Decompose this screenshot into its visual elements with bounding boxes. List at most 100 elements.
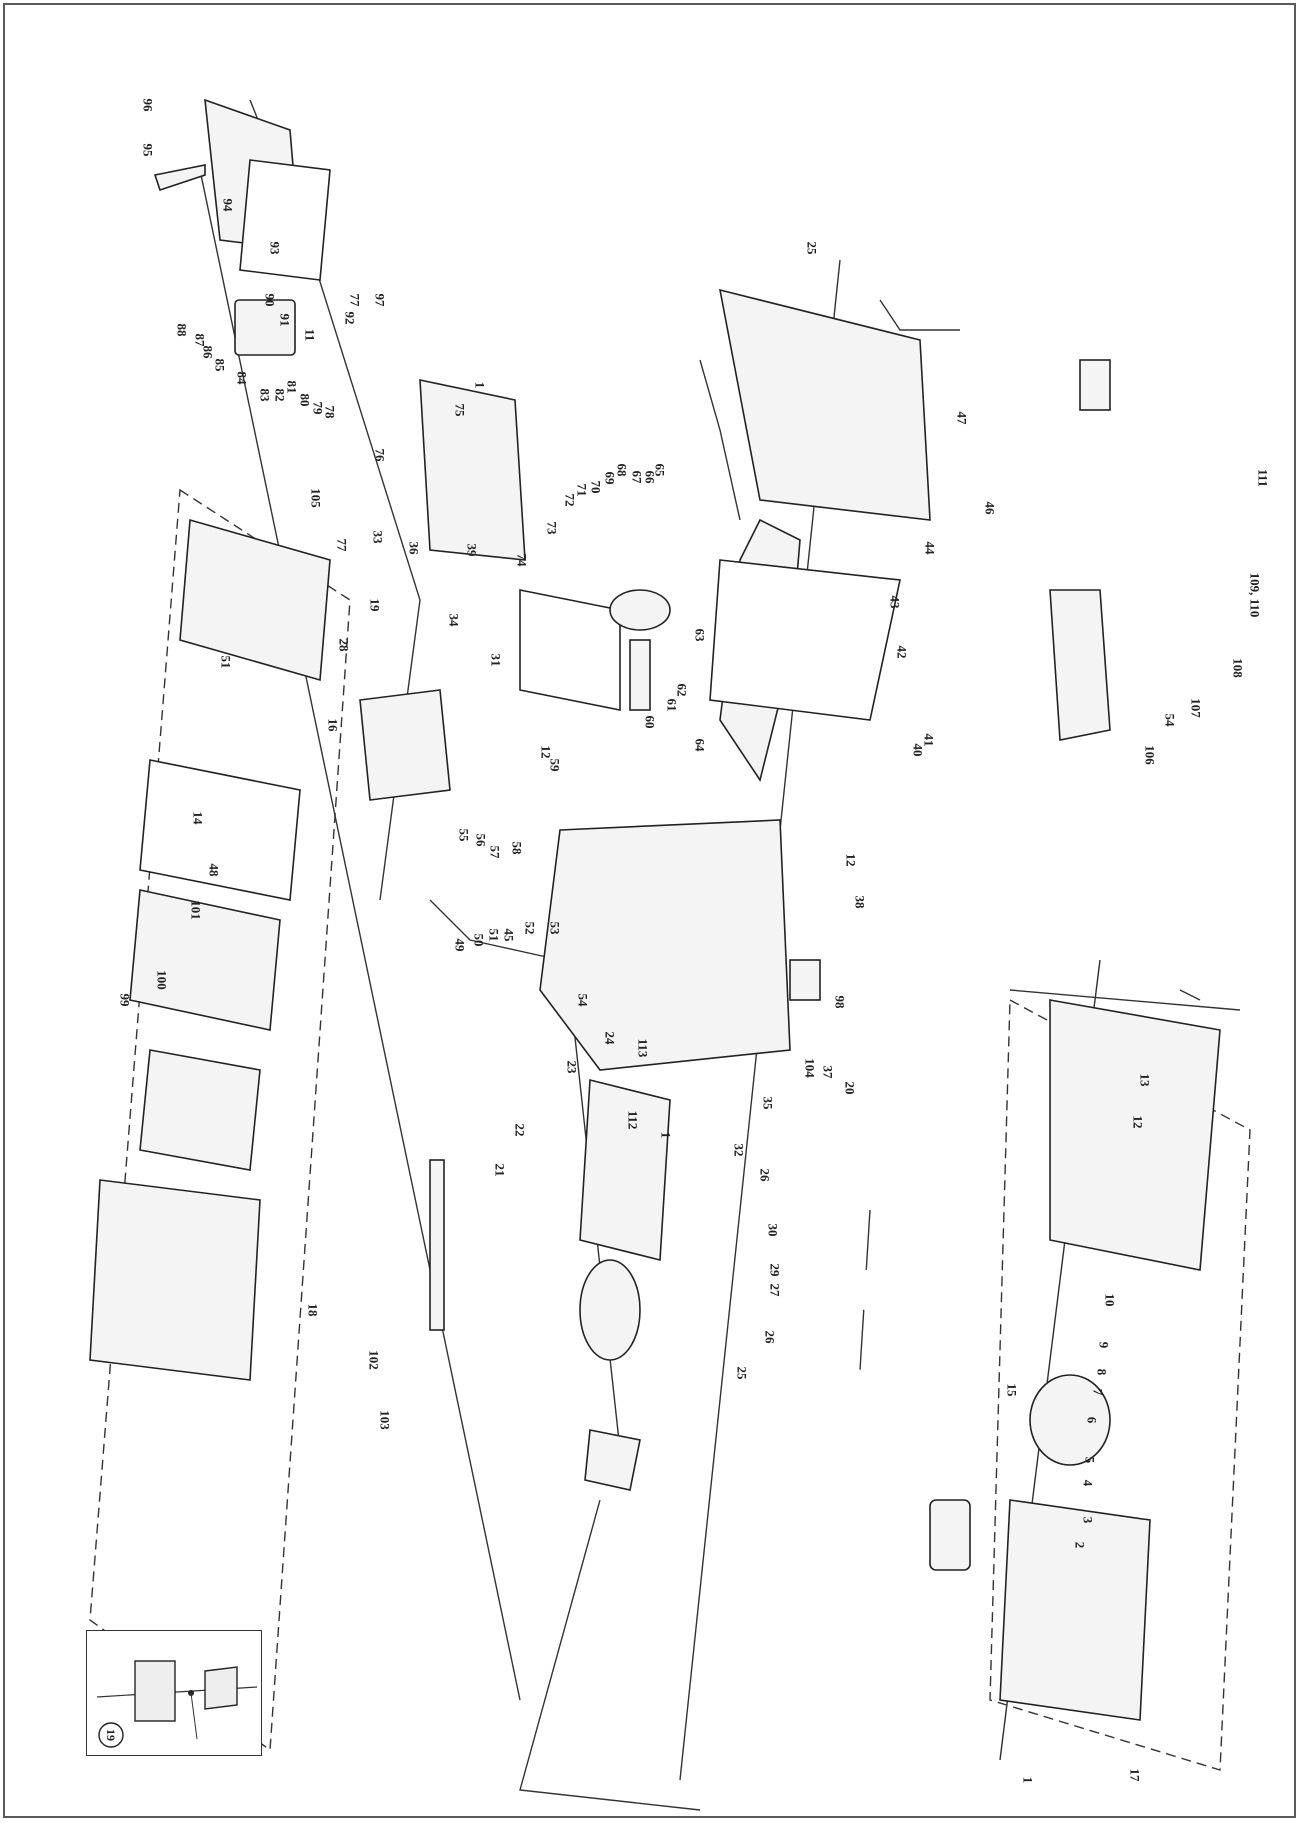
- center-dashline: [859, 1209, 871, 1371]
- part-label-p33: 33: [370, 530, 386, 544]
- part-label-p26a: 26: [757, 1168, 773, 1182]
- electric-starter: [1049, 589, 1111, 741]
- part-label-p108: 108: [1230, 658, 1246, 678]
- part-label-p5: 5: [1082, 1456, 1098, 1464]
- part-label-p27: 27: [767, 1283, 783, 1297]
- part-label-p75: 75: [452, 403, 468, 417]
- part-label-p97: 97: [372, 293, 388, 307]
- part-label-p95: 95: [140, 143, 156, 157]
- part-label-p86: 86: [200, 345, 216, 359]
- part-label-p51a: 51: [218, 655, 234, 669]
- part-label-p102: 102: [366, 1350, 382, 1370]
- part-label-p17: 17: [1127, 1768, 1143, 1782]
- part-label-p19: 19: [367, 598, 383, 612]
- part-label-p37: 37: [820, 1065, 836, 1079]
- part-label-p100: 100: [154, 970, 170, 990]
- part-label-p23: 23: [564, 1060, 580, 1074]
- part-label-p57: 57: [487, 845, 503, 859]
- part-label-p107: 107: [1188, 698, 1204, 718]
- part-label-p14: 14: [190, 811, 206, 825]
- part-label-p2: 2: [1072, 1541, 1088, 1549]
- part-label-p46: 46: [982, 501, 998, 515]
- starter-cup: [584, 1429, 641, 1491]
- part-label-p54a: 54: [1162, 713, 1178, 727]
- part-label-p3: 3: [1080, 1516, 1096, 1524]
- inset-drawing: [96, 1660, 258, 1748]
- part-label-p47: 47: [954, 411, 970, 425]
- part-label-p10: 10: [1102, 1293, 1118, 1307]
- part-label-p50: 50: [471, 933, 487, 947]
- part-label-p98: 98: [832, 995, 848, 1009]
- part-label-p18: 18: [305, 1303, 321, 1317]
- leader-shroud: [1179, 989, 1201, 1001]
- part-label-p39: 39: [464, 543, 480, 557]
- part-label-p54b: 54: [575, 993, 591, 1007]
- part-label-p26b: 26: [762, 1330, 778, 1344]
- part-label-p73: 73: [544, 521, 560, 535]
- part-label-p70: 70: [588, 480, 604, 494]
- part-label-p22: 22: [512, 1123, 528, 1137]
- part-label-p48: 48: [206, 863, 222, 877]
- valve-cover-axis: [199, 169, 521, 1701]
- air-filter-base: [89, 1179, 261, 1381]
- part-label-p32: 32: [731, 1143, 747, 1157]
- carburetor: [359, 689, 451, 801]
- fan-shroud: [1049, 999, 1221, 1271]
- part-label-p99: 99: [117, 993, 133, 1007]
- part-label-p65: 65: [652, 463, 668, 477]
- part-label-p12b: 12: [843, 853, 859, 867]
- fuel-line: [429, 1159, 445, 1331]
- part-label-p94: 94: [220, 198, 236, 212]
- part-label-p110: 109, 110: [1247, 572, 1263, 618]
- part-label-p44: 44: [922, 541, 938, 555]
- part-label-p61: 61: [664, 698, 680, 712]
- part-label-p60: 60: [642, 715, 658, 729]
- part-label-p25b: 25: [734, 1366, 750, 1380]
- engine-block: [539, 819, 791, 1071]
- part-label-p63: 63: [692, 628, 708, 642]
- part-label-p20: 20: [842, 1081, 858, 1095]
- oil-sensor: [789, 959, 821, 1001]
- part-label-p52: 52: [522, 921, 538, 935]
- part-label-p30: 30: [765, 1223, 781, 1237]
- part-label-p28: 28: [336, 638, 352, 652]
- part-label-p56: 56: [473, 833, 489, 847]
- part-label-p64: 64: [692, 738, 708, 752]
- part-label-p7: 7: [1090, 1388, 1106, 1396]
- part-label-p35: 35: [760, 1096, 776, 1110]
- part-label-p104: 104: [802, 1058, 818, 1078]
- part-label-p84: 84: [234, 371, 250, 385]
- carburetor-detail-inset: 19: [86, 1630, 262, 1756]
- air-filter-cover: [179, 518, 331, 682]
- part-label-p12c: 12: [1130, 1115, 1146, 1129]
- part-label-p13: 13: [1137, 1073, 1153, 1087]
- leader-shroud-top: [1009, 989, 1241, 1011]
- part-label-p49: 49: [452, 938, 468, 952]
- part-label-p24: 24: [602, 1031, 618, 1045]
- part-label-p12a: 12: [538, 745, 554, 759]
- recoil-starter-housing: [999, 1499, 1151, 1721]
- part-label-p29: 29: [767, 1263, 783, 1277]
- part-label-p85: 85: [212, 358, 228, 372]
- part-label-p31: 31: [488, 653, 504, 667]
- part-label-p96: 96: [140, 98, 156, 112]
- part-label-p77b: 77: [334, 538, 350, 552]
- part-label-p74: 74: [514, 553, 530, 567]
- starter-bracket: [1079, 359, 1111, 411]
- part-label-p21: 21: [492, 1163, 508, 1177]
- crankcase-cover: [718, 288, 931, 521]
- cylinder-head: [419, 379, 526, 561]
- part-label-p111: 111: [1255, 468, 1271, 488]
- part-label-p92: 92: [342, 311, 358, 325]
- part-label-p1b: 1: [658, 1131, 674, 1139]
- part-label-p25a: 25: [804, 241, 820, 255]
- part-label-p43: 43: [887, 595, 903, 609]
- part-label-p113: 113: [635, 1038, 651, 1058]
- crankcase-gasket: [709, 559, 901, 721]
- part-label-p105: 105: [308, 488, 324, 508]
- air-filter-gasket: [139, 759, 301, 901]
- part-label-p88: 88: [174, 323, 190, 337]
- part-label-p68: 68: [614, 463, 630, 477]
